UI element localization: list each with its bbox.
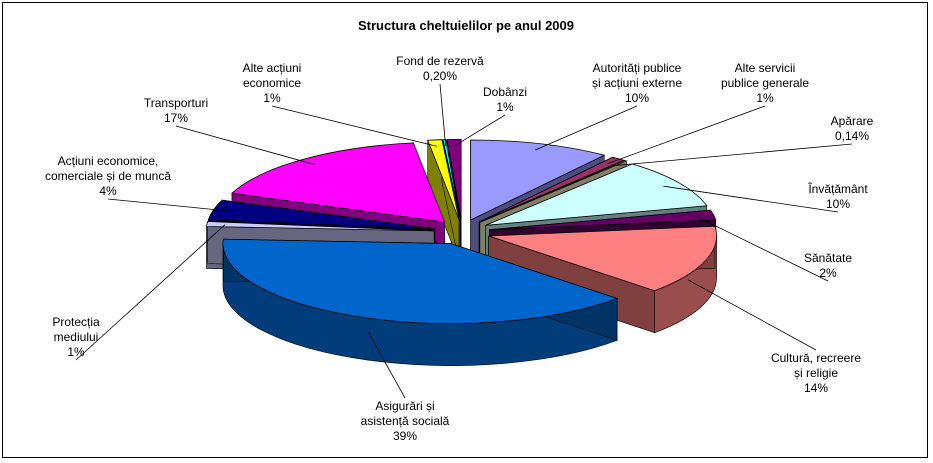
slice-7	[205, 221, 435, 232]
leader-line-6	[367, 332, 406, 399]
slice-9	[231, 142, 446, 223]
slice-11	[442, 139, 461, 220]
leader-line-12	[454, 114, 506, 147]
slice-12	[446, 139, 462, 220]
leader-line-2	[613, 143, 853, 167]
slice-2	[479, 160, 628, 223]
leader-line-1	[607, 105, 766, 165]
slice-label-8: Acțiuni economice,comerciale și de muncă…	[45, 154, 171, 198]
slice-6	[222, 238, 619, 324]
leader-line-10	[271, 105, 437, 147]
leader-line-4	[695, 215, 829, 282]
leader-lines	[75, 83, 853, 399]
slice-5	[488, 225, 717, 292]
leader-line-11	[439, 83, 447, 147]
slice-3	[485, 163, 708, 226]
pie-tops	[205, 139, 717, 324]
leader-line-9	[175, 125, 315, 165]
leader-line-7	[75, 224, 226, 361]
slice-0	[470, 139, 606, 221]
slice-4	[489, 209, 717, 231]
leader-line-0	[535, 105, 638, 151]
slice-1	[478, 156, 626, 223]
chart-frame	[2, 2, 928, 458]
leader-line-5	[687, 279, 817, 351]
leader-line-8	[107, 198, 232, 212]
chart-title: Structura cheltuielilor pe anul 2009	[358, 18, 574, 33]
leader-line-3	[663, 185, 839, 213]
slice-10	[427, 139, 460, 220]
